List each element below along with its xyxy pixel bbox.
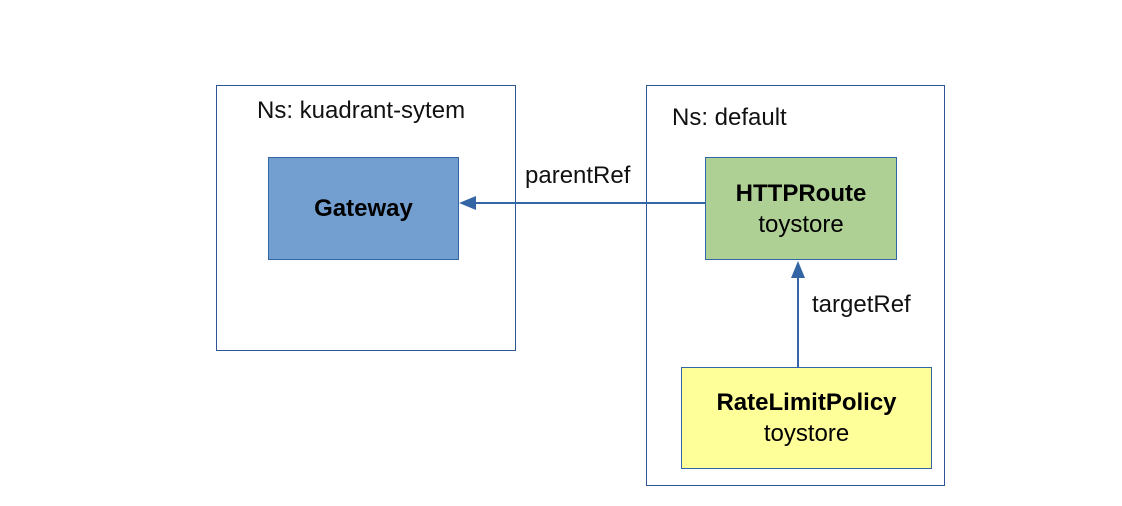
gateway-node-title: Gateway — [314, 195, 413, 222]
httproute-node-subtitle: toystore — [758, 210, 844, 238]
gateway-node[interactable]: Gateway — [268, 157, 459, 260]
namespace-kuadrant-label: Ns: kuadrant-sytem — [257, 97, 466, 124]
namespace-default-label: Ns: default — [672, 104, 787, 131]
edge-parentref-label: parentRef — [525, 162, 631, 189]
httproute-node-title: HTTPRoute — [735, 179, 867, 207]
edge-targetref-arrowhead — [791, 261, 805, 278]
ratelimitpolicy-node-title: RateLimitPolicy — [716, 389, 897, 416]
httproute-node[interactable]: HTTPRoute toystore — [705, 157, 897, 260]
edge-parentref-arrowhead — [459, 196, 476, 210]
ratelimitpolicy-node-subtitle: toystore — [763, 420, 850, 447]
edge-targetref-label: targetRef — [812, 291, 911, 318]
ratelimitpolicy-node[interactable]: RateLimitPolicy toystore — [681, 367, 932, 469]
